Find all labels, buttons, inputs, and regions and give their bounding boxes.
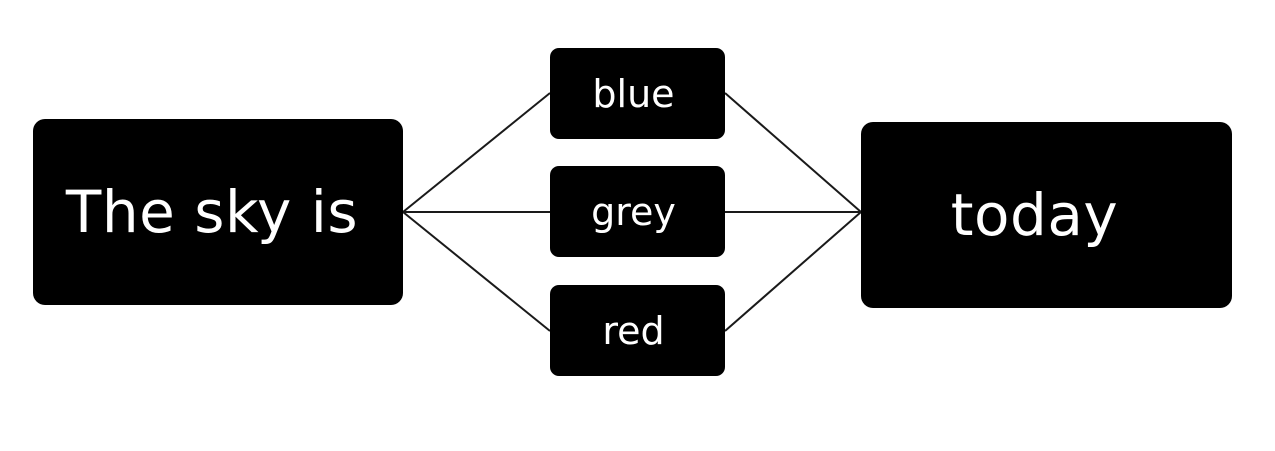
option-node-red: red xyxy=(550,285,725,376)
option-node-label: grey xyxy=(591,189,676,234)
connector-blue-to-end xyxy=(724,92,862,213)
start-node: The sky is xyxy=(33,119,403,305)
start-node-label: The sky is xyxy=(65,178,359,246)
option-node-blue: blue xyxy=(550,48,725,139)
end-node: today xyxy=(861,122,1232,308)
connector-start-to-blue xyxy=(402,92,551,213)
connector-red-to-end xyxy=(724,211,862,332)
end-node-label: today xyxy=(950,181,1119,249)
option-node-label: red xyxy=(602,308,665,353)
connector-start-to-red xyxy=(402,211,551,332)
option-node-grey: grey xyxy=(550,166,725,257)
option-node-label: blue xyxy=(592,71,675,116)
